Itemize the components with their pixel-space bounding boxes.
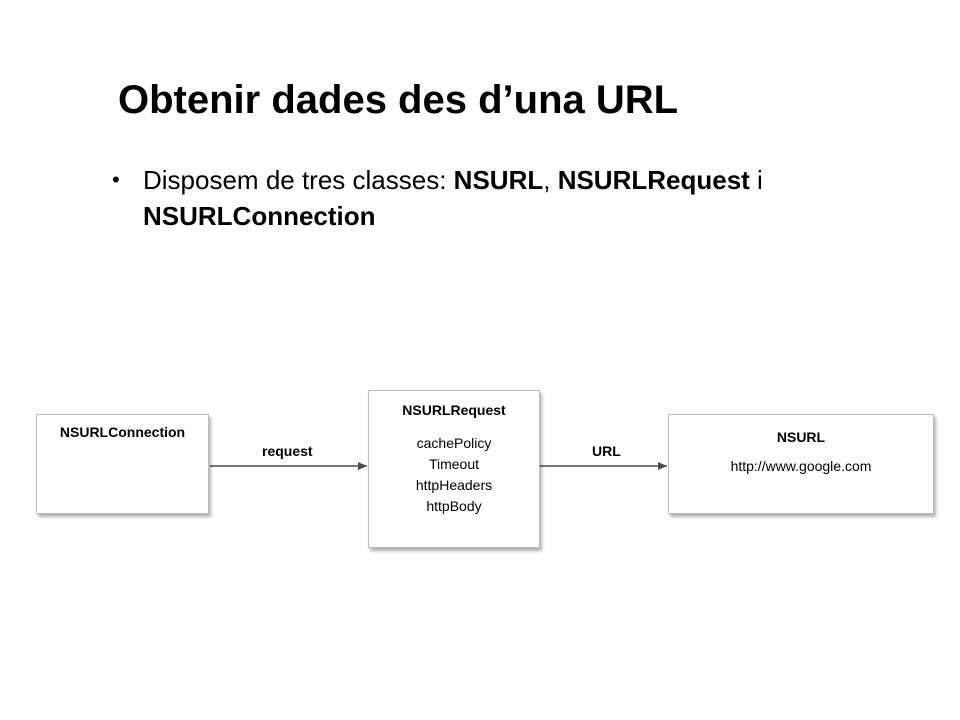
bullet-separator: i: [749, 165, 763, 195]
class-name-nsurlrequest: NSURLRequest: [557, 165, 750, 195]
property-httpheaders: httpHeaders: [415, 477, 493, 493]
edge-label-request: request: [262, 443, 313, 459]
property-timeout: Timeout: [428, 456, 480, 472]
node-title: NSURLConnection: [59, 424, 186, 440]
bullet-list: • Disposem de tres classes: NSURL, NSURL…: [110, 162, 890, 234]
bullet-item: • Disposem de tres classes: NSURL, NSURL…: [110, 162, 890, 234]
bullet-separator: ,: [543, 165, 558, 195]
node-nsurlconnection: NSURLConnection: [36, 414, 209, 514]
class-name-nsurl: NSURL: [453, 165, 544, 195]
edge-label-url: URL: [592, 443, 621, 459]
node-title: NSURLRequest: [402, 402, 506, 418]
node-nsurl: NSURL http://www.google.com: [668, 414, 934, 514]
bullet-icon: •: [112, 167, 120, 192]
property-cachepolicy: cachePolicy: [416, 435, 492, 451]
bullet-prefix: Disposem de tres classes:: [143, 165, 454, 195]
slide-title: Obtenir dades des d’una URL: [118, 78, 679, 122]
node-title: NSURL: [776, 429, 826, 445]
node-url-value: http://www.google.com: [730, 458, 872, 474]
node-nsurlrequest: NSURLRequest cachePolicy Timeout httpHea…: [368, 390, 540, 548]
property-httpbody: httpBody: [426, 498, 482, 514]
class-name-nsurlconnection: NSURLConnection: [143, 201, 376, 231]
